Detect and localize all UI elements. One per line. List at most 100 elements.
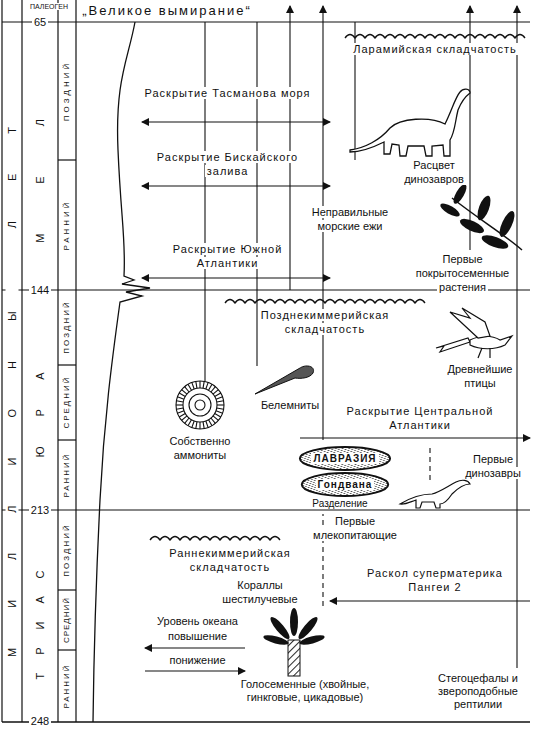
- ammonite-rib: [211, 387, 216, 392]
- age-number: 65: [32, 16, 48, 28]
- label-box: Раскрытие Тасманова моря: [140, 86, 315, 100]
- annotation: Позднекиммерийская складчатость: [259, 309, 392, 335]
- age-number: 248: [29, 715, 51, 727]
- ammonite-rib: [176, 408, 183, 409]
- label-box: Белемниты: [250, 398, 330, 412]
- period-label: РАННИЙ: [62, 663, 72, 708]
- ammonite-rib: [185, 387, 190, 392]
- ammonite-rib: [179, 414, 185, 418]
- ammonite-rib: [206, 421, 208, 428]
- label-box: Первые млекопитающие: [295, 514, 415, 542]
- ammonite-rib: [199, 422, 200, 429]
- annotation: Раскрытие Центральной Атлантики: [345, 405, 496, 431]
- ammonite-rib: [211, 418, 216, 423]
- ammonite-rib: [182, 390, 187, 395]
- early-dinosaur-figure: [400, 480, 470, 508]
- continent-fill: [302, 473, 388, 496]
- period-label: ЮРА: [34, 342, 47, 457]
- ammonite-rib: [213, 390, 218, 395]
- angiosperm-figure: [438, 182, 522, 251]
- label-box: Расцвет динозавров: [388, 158, 480, 186]
- annotation: понижение: [167, 654, 227, 666]
- sauropod-figure: [350, 89, 470, 156]
- label-box: 213: [24, 503, 56, 517]
- ammonite-rib: [203, 422, 204, 429]
- continent-name: ЛАВРАЗИЯ: [311, 453, 378, 464]
- ammonite-rib: [196, 422, 197, 429]
- time-scale-grid: [2, 0, 530, 722]
- continent-fill: [300, 447, 390, 470]
- ammonite-rib: [176, 401, 183, 402]
- annotation: Разделение: [310, 498, 369, 509]
- sea-level-curve: [93, 22, 150, 722]
- annotation: Раскрытие Тасманова моря: [142, 87, 312, 99]
- label-box: Первые динозавры: [455, 452, 531, 480]
- ammonite-rib: [206, 382, 208, 389]
- ammonite-rib: [188, 384, 192, 390]
- period-label: ПОЗДНИЙ: [62, 523, 72, 577]
- ammonite-rib: [199, 381, 200, 388]
- label-box: Раскрытие Бискайского залива: [140, 150, 315, 178]
- period-label: МИЛЛИОНЫ ЛЕТ: [6, 87, 19, 657]
- label-box: Древнейшие птицы: [430, 362, 530, 390]
- ammonite-rib: [177, 411, 184, 413]
- continent-shape: ЛАВРАЗИЯ: [298, 446, 392, 471]
- continent-name: Гондвана: [316, 479, 375, 490]
- annotation: Голосеменные (хвойные, гинкговые, цикадо…: [239, 678, 372, 703]
- ammonite-rib: [192, 382, 194, 389]
- archaeopteryx-figure: [436, 308, 512, 358]
- ammonite-rib: [215, 414, 221, 418]
- annotation: Раскрытие Южной Атлантики: [171, 243, 285, 269]
- annotation: Неправильные морские ежи: [310, 206, 391, 232]
- ammonite-rib: [185, 418, 190, 423]
- folding-waves: [150, 35, 525, 541]
- period-label: ТРИАС: [34, 552, 47, 679]
- ammonite-figure: [176, 381, 224, 429]
- label-box: ПАЛЕОГЕН: [22, 2, 76, 11]
- age-number: 213: [29, 504, 51, 516]
- label-box: Разделение: [292, 497, 388, 511]
- annotation: Стегоцефалы и звероподобные рептилии: [436, 672, 520, 710]
- ammonite-rib: [217, 404, 224, 405]
- annotation: ПАЛЕОГЕН: [28, 3, 70, 10]
- ammonite-rib: [182, 416, 187, 421]
- annotation: Первые покрытосеменные растения: [414, 253, 511, 293]
- period-label: ПОЗДНИЙ: [62, 61, 72, 122]
- label-box: 65: [24, 15, 56, 29]
- ammonite-rib: [216, 397, 223, 399]
- fold-wave: [225, 300, 425, 304]
- label-box: Позднекиммерийская складчатость: [225, 308, 425, 336]
- label-box: „Великое вымирание“: [78, 4, 256, 18]
- annotation: Кораллы шестилучевые: [220, 579, 299, 605]
- ammonite-rib: [179, 393, 185, 397]
- ammonite-rib: [176, 404, 183, 405]
- ammonite-rib: [215, 393, 221, 397]
- ammonite-rib: [209, 420, 213, 426]
- annotation: Уровень океана: [155, 615, 240, 627]
- fold-wave: [345, 35, 525, 39]
- event-arrows: [142, 122, 530, 671]
- ammonite-rib: [217, 401, 224, 402]
- label-box: 144: [24, 283, 56, 297]
- period-label: СРЕДНИЙ: [62, 375, 72, 428]
- annotation: Белемниты: [259, 399, 321, 411]
- annotation: Раскрытие Бискайского залива: [155, 151, 300, 177]
- ammonite-rib: [217, 408, 224, 409]
- label-box: Уровень океана: [140, 614, 255, 628]
- period-label: РАННИЙ: [62, 452, 72, 497]
- annotation: Раскол суперматерика Пангеи 2: [365, 567, 505, 593]
- label-box: Раскрытие Южной Атлантики: [140, 242, 315, 270]
- belemnite-figure: [255, 366, 314, 394]
- annotation: Расцвет динозавров: [402, 159, 466, 185]
- annotation: Собственно аммониты: [168, 435, 233, 461]
- continent-shape: Гондвана: [300, 472, 390, 497]
- annotation: Первые динозавры: [463, 453, 523, 479]
- label-box: Неправильные морские ежи: [290, 205, 410, 233]
- fold-wave: [150, 537, 280, 541]
- ammonite-rib: [177, 397, 184, 399]
- ammonite-rib: [209, 384, 213, 390]
- annotation: Раннекиммерийская складчатость: [167, 547, 293, 573]
- label-box: Раскол суперматерика Пангеи 2: [345, 566, 525, 594]
- period-label: РАННИЙ: [62, 199, 72, 250]
